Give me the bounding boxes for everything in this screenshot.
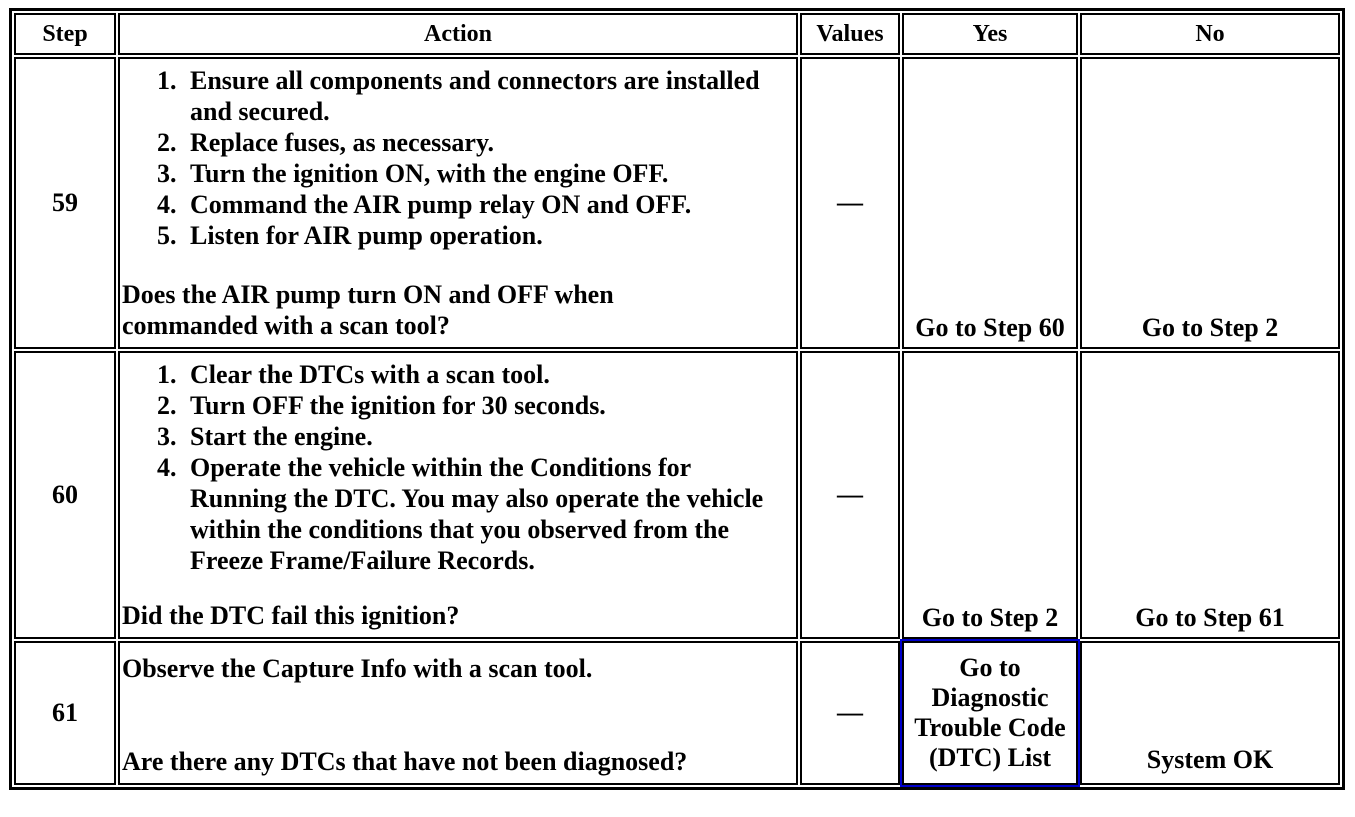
action-item: Operate the vehicle within the Condition… — [190, 453, 764, 575]
values-cell: — — [800, 641, 900, 785]
action-question: Did the DTC fail this ignition? — [122, 601, 460, 630]
action-statement: Observe the Capture Info with a scan too… — [122, 654, 593, 683]
action-cell: Observe the Capture Info with a scan too… — [118, 641, 798, 785]
action-item: Ensure all components and connectors are… — [190, 66, 760, 126]
table-row-step-60: 60 Clear the DTCs with a scan tool. Turn… — [14, 351, 1340, 639]
action-list: Clear the DTCs with a scan tool. Turn OF… — [120, 359, 796, 576]
values-cell: — — [800, 57, 900, 349]
action-list: Ensure all components and connectors are… — [120, 65, 796, 251]
step-number: 60 — [14, 351, 116, 639]
step-number: 59 — [14, 57, 116, 349]
action-cell: Ensure all components and connectors are… — [118, 57, 798, 349]
action-item: Turn the ignition ON, with the engine OF… — [190, 159, 669, 188]
action-item: Replace fuses, as necessary. — [190, 128, 495, 157]
no-cell: Go to Step 61 — [1080, 351, 1340, 639]
action-question: Does the AIR pump turn ON and OFF when c… — [122, 280, 614, 340]
header-yes: Yes — [902, 13, 1078, 55]
yes-cell-dtc-list-link[interactable]: Go to Diagnostic Trouble Code (DTC) List — [900, 639, 1080, 787]
diagnostic-table: Step Action Values Yes No 59 Ensure all … — [9, 8, 1345, 790]
header-action: Action — [118, 13, 798, 55]
action-item: Listen for AIR pump operation. — [190, 221, 543, 250]
no-cell: System OK — [1080, 641, 1340, 785]
action-item: Clear the DTCs with a scan tool. — [190, 360, 550, 389]
action-item: Turn OFF the ignition for 30 seconds. — [190, 391, 606, 420]
step-number: 61 — [14, 641, 116, 785]
header-no: No — [1080, 13, 1340, 55]
yes-cell: Go to Step 60 — [902, 57, 1078, 349]
table-row-step-61: 61 Observe the Capture Info with a scan … — [14, 639, 1340, 787]
header-step: Step — [14, 13, 116, 55]
header-values: Values — [800, 13, 900, 55]
action-item: Start the engine. — [190, 422, 373, 451]
yes-cell: Go to Step 2 — [902, 351, 1078, 639]
action-question: Are there any DTCs that have not been di… — [122, 747, 688, 776]
table-row-step-59: 59 Ensure all components and connectors … — [14, 57, 1340, 349]
values-cell: — — [800, 351, 900, 639]
action-item: Command the AIR pump relay ON and OFF. — [190, 190, 692, 219]
action-cell: Clear the DTCs with a scan tool. Turn OF… — [118, 351, 798, 639]
header-row: Step Action Values Yes No — [14, 13, 1340, 55]
no-cell: Go to Step 2 — [1080, 57, 1340, 349]
